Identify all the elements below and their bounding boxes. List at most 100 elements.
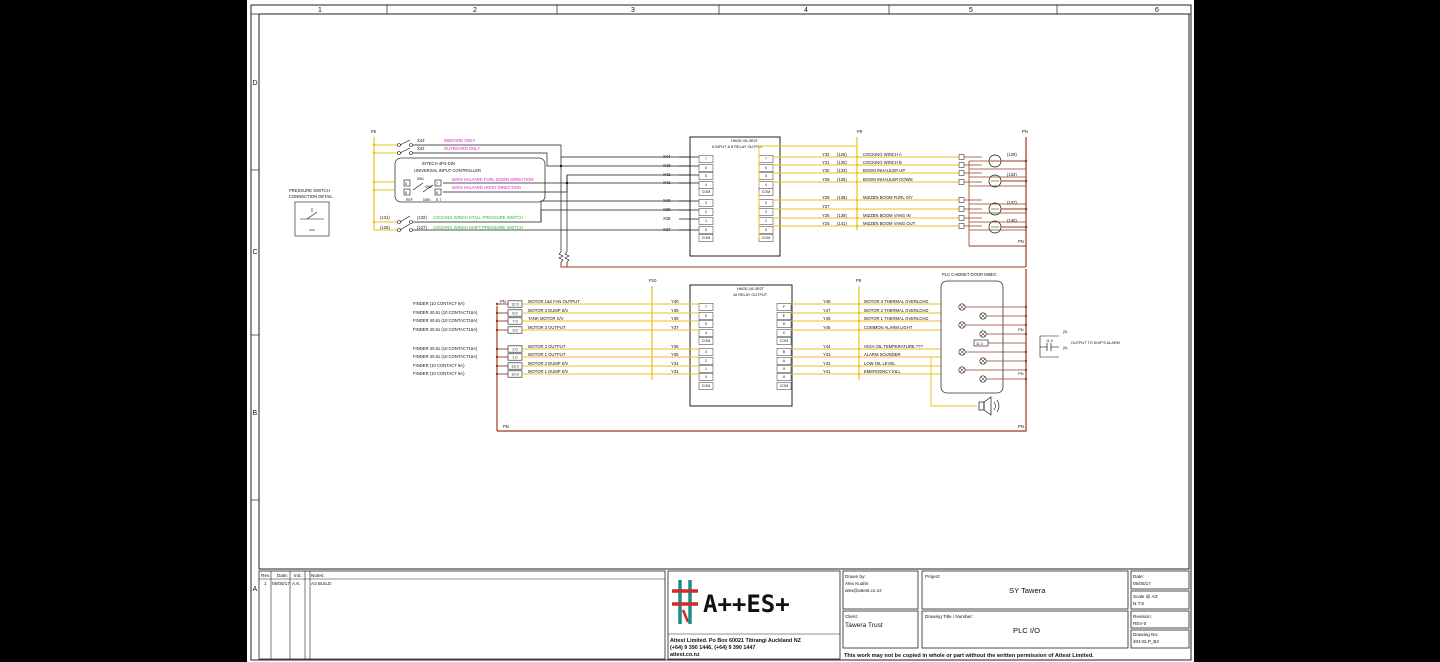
module-pin: COM xyxy=(702,190,710,194)
module-pin: 4 xyxy=(765,183,767,187)
solenoid-group: (129)(134)(137)(140) xyxy=(958,152,1028,247)
project-name: SY Tawera xyxy=(1009,586,1046,595)
module-title: HNOE-08-3R2T xyxy=(731,139,759,143)
relay-box-label: 2.0 xyxy=(512,347,517,351)
output-y-label: Y33 xyxy=(671,369,679,374)
bus-label-p5: P5 xyxy=(371,129,377,134)
sounder-icon xyxy=(978,396,1000,416)
output-desc: MOTOR 1&2 FAN OUTPUT xyxy=(528,299,580,304)
controller-pin: 8 xyxy=(436,191,438,195)
module-pin: 7 xyxy=(705,305,707,309)
controller-dms: DMS xyxy=(423,198,431,202)
pressure-detail-line1: PRESSURE SWITCH xyxy=(289,188,330,193)
date-header: Date: xyxy=(277,573,288,578)
module-pin: COM xyxy=(762,236,770,240)
output-desc: BOOM INHAULER DOWN xyxy=(863,177,913,182)
module-pin: 7 xyxy=(765,157,767,161)
relay-box-label: 10.0 xyxy=(511,372,518,376)
module-subtitle: 8 INPUT & 8 RELAY OUTPUT xyxy=(712,145,764,149)
relay-box-label: 12.0 xyxy=(511,302,518,306)
bus-label-pn-bottom-right: PN xyxy=(1018,424,1024,429)
grid-row-label: A xyxy=(253,586,258,593)
drawn-by-name: Alex Kudrin xyxy=(845,581,869,586)
controller-pin: 7 xyxy=(436,182,438,186)
output-desc: BOOM INHAULER UP xyxy=(863,168,905,173)
output-y-label: Y37 xyxy=(671,325,679,330)
controller-et: E.T xyxy=(436,198,441,202)
revision-label: Revision: xyxy=(1133,614,1152,619)
output-y-label: Y39 xyxy=(671,308,679,313)
company-website: attest.co.nz xyxy=(670,652,700,658)
company-address: Attest Limited. Po Box 60021 Titirangi A… xyxy=(670,638,802,644)
grid-column-label: 4 xyxy=(804,7,808,14)
module-pin: B xyxy=(783,350,786,354)
drawn-by-label: Drawn by: xyxy=(845,574,866,579)
module-pin: COM xyxy=(780,339,788,343)
grid-column-label: 3 xyxy=(631,7,635,14)
solenoid-number: (137) xyxy=(1007,200,1017,205)
ship-alarm-contact: 11.0 xyxy=(1046,339,1053,343)
module-input-label: X38 xyxy=(663,216,671,221)
module-pin: 9 xyxy=(783,367,785,371)
ship-alarm-wire-6: (6) xyxy=(1063,346,1067,350)
date-value: 05/05/17 xyxy=(272,581,290,586)
module-pin: COM xyxy=(780,384,788,388)
output-y-label: Y32 xyxy=(822,152,830,157)
grid-row-label: D xyxy=(253,80,258,87)
output-y-label: Y25 xyxy=(822,221,830,226)
bus-label-p8: P8 xyxy=(856,278,862,283)
module-subtitle: 16 RELAY OUTPUT xyxy=(733,293,768,297)
module-pin: E xyxy=(783,314,786,318)
notes-header: Notes: xyxy=(311,573,324,578)
module-pin: 3 xyxy=(765,201,767,205)
output-desc: COCKING WINCH B xyxy=(863,160,902,165)
ship-alarm-output: 11.0 (5) (6) OUTPUT TO SHIP'S ALARM xyxy=(1039,330,1120,358)
output-y-label: Y26 xyxy=(822,213,830,218)
grid-row-label: C xyxy=(253,249,258,256)
intech-controller xyxy=(394,157,546,203)
grid-row-label: B xyxy=(253,410,258,417)
bus-label-pn: PN xyxy=(1022,129,1028,134)
drawing-title-label: Drawing Title / Number: xyxy=(925,614,973,619)
pressure-detail-line2: CONNECTION DETAIL xyxy=(289,194,333,199)
solenoid-number: (134) xyxy=(1007,172,1017,177)
module-pin: 1 xyxy=(705,367,707,371)
module-pin: 5 xyxy=(765,174,767,178)
grid-row-markers: D C B A xyxy=(251,80,259,593)
grid-column-label: 2 xyxy=(473,7,477,14)
door-mimic-panel xyxy=(940,280,1004,394)
output-y-label: Y40 xyxy=(671,299,679,304)
init-header: Init.: xyxy=(294,573,303,578)
relay-spec: FINDER 40.61 (10 CONTACT16A) xyxy=(413,327,478,332)
relay-spec: FINDER (10 CONTACT 6A) xyxy=(413,371,465,376)
switch-x43: X43 INBOARD ONLY xyxy=(397,138,476,147)
module-pin: A xyxy=(783,359,786,363)
pressure-desc: COCKING WINCH SHIFT PRESSURE SWITCH xyxy=(433,225,523,230)
ship-alarm-wire-5: (5) xyxy=(1063,330,1067,334)
module-pin: 8 xyxy=(783,375,785,379)
init-value: A.K. xyxy=(292,581,301,586)
drawn-by-email: alex@attest.co.nz xyxy=(845,588,882,593)
relay-box-label: 6.0 xyxy=(512,311,517,315)
bus-label-pn-bottom: PN xyxy=(503,424,509,429)
output-y-label: Y35 xyxy=(671,352,679,357)
client-label: Client: xyxy=(845,614,858,619)
module-pin: 2 xyxy=(765,210,767,214)
relay-spec: FINDER (10 CONTACT 6A) xyxy=(413,301,465,306)
output-y-label: Y46 xyxy=(823,316,831,321)
module-pin: COM xyxy=(702,384,710,388)
output-y-label: Y48 xyxy=(823,299,831,304)
controller-sw-label: SW2 xyxy=(425,185,432,189)
output-desc: MOTOR 2 OUTPUT xyxy=(528,344,566,349)
drawing-no-value: 404-ELP_B2 xyxy=(1133,639,1159,644)
rev-value: 1 xyxy=(264,581,267,586)
switch-label: X42 xyxy=(417,146,425,151)
module-pin: 3 xyxy=(705,350,707,354)
